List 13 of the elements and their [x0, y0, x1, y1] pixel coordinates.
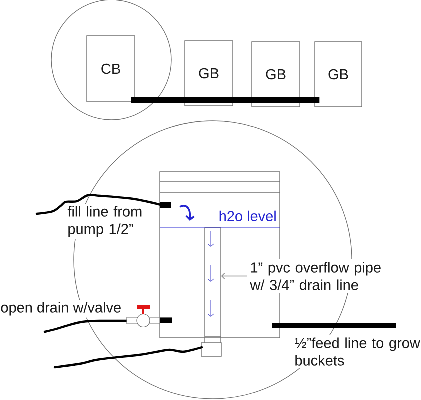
callout-text: 1” pvc overflow pipe w/ 3/4” drain line: [247, 259, 386, 294]
labeled-box: GB: [314, 42, 362, 108]
connecting-pipe: [131, 97, 320, 104]
pipe-label: open drain w/valve: [1, 302, 121, 316]
labeled-box: GB: [184, 40, 234, 106]
leader-arrow: [221, 272, 248, 280]
labeled-box: CB: [86, 36, 136, 102]
labeled-box: GB: [252, 42, 300, 108]
water-level-label: h2o level: [220, 210, 276, 222]
pipe-label: fill line from pump 1/2”: [68, 206, 142, 238]
overflow-pipe: [204, 228, 222, 338]
pipe-label: ½”feed line to grow buckets: [295, 338, 420, 366]
circle-outline: [51, 0, 172, 120]
